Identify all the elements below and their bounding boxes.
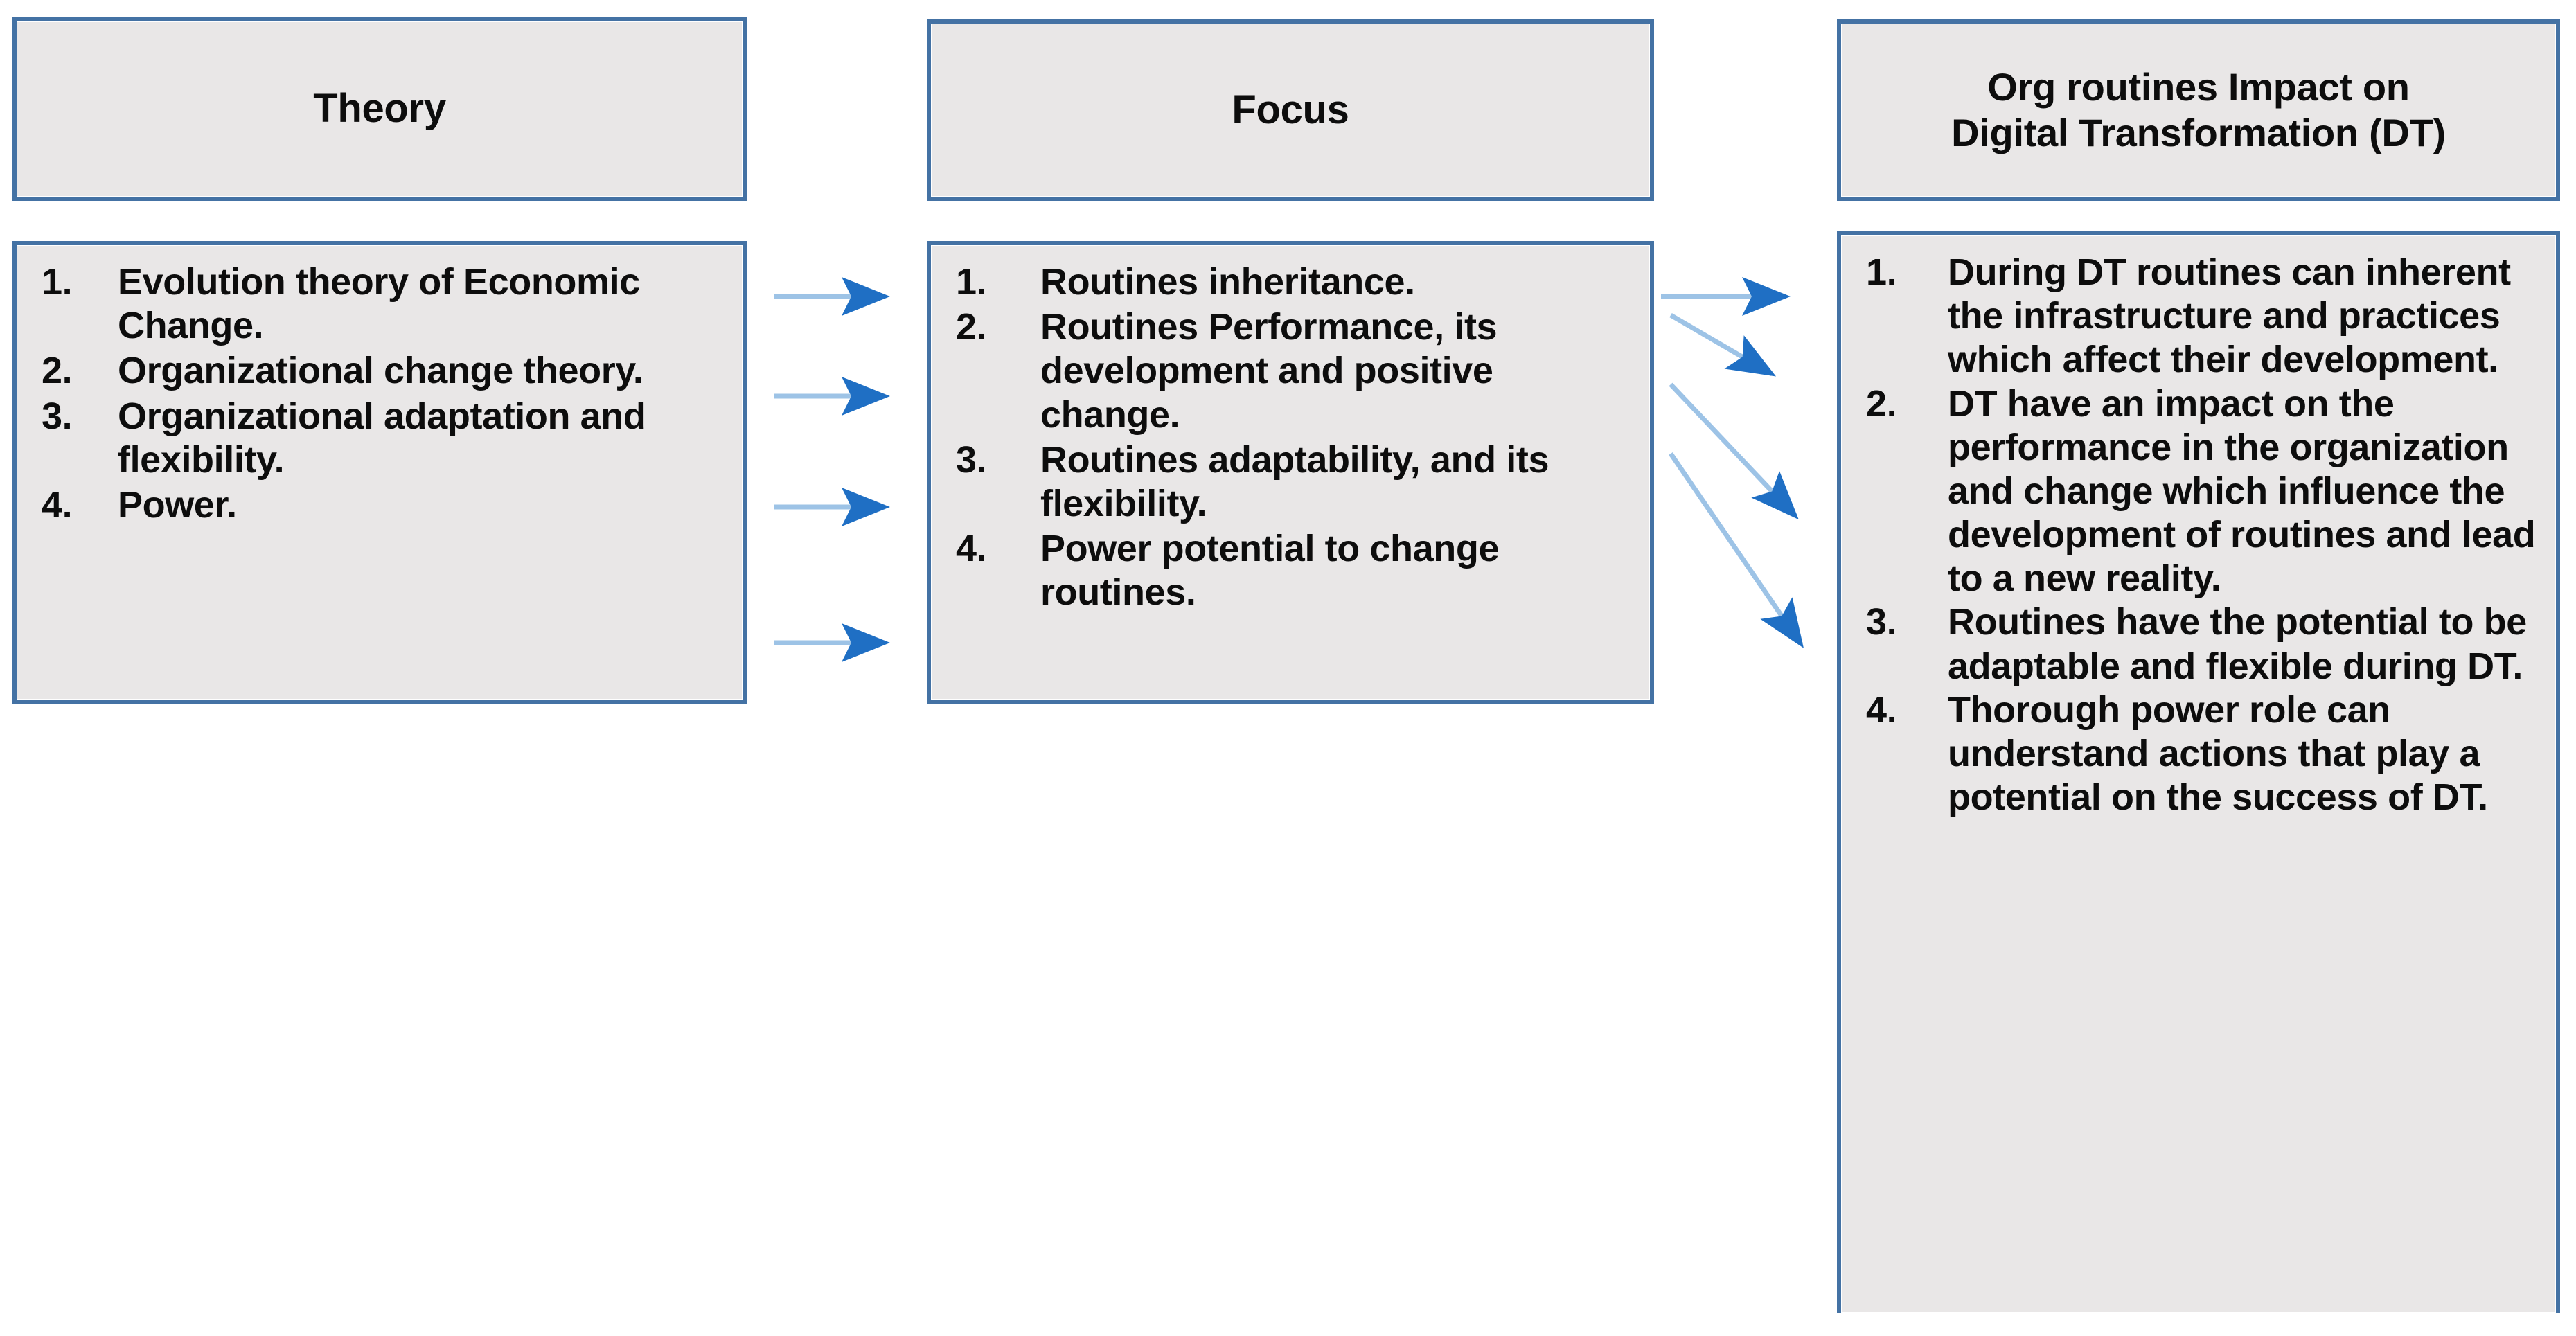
impact-header-box[interactable]: Org routines Impact on Digital Transform… — [1837, 19, 2560, 201]
focus-header-title: Focus — [1232, 87, 1349, 132]
list-item: DT have an impact on the performance in … — [1866, 382, 2536, 600]
list-item: Power potential to change routines. — [956, 527, 1500, 614]
impact-body-box[interactable]: During DT routines can inherent the infr… — [1837, 231, 2560, 1313]
theory-list: Evolution theory of Economic Change. Org… — [29, 260, 733, 527]
list-item: Routines inheritance. — [956, 260, 1415, 304]
list-item: Power. — [42, 483, 237, 527]
impact-header-title: Org routines Impact on Digital Transform… — [1939, 64, 2458, 156]
list-item: Organizational adaptation and flexibilit… — [42, 395, 646, 481]
theory-header-box[interactable]: Theory — [12, 17, 747, 201]
list-item: Evolution theory of Economic Change. — [42, 260, 640, 347]
list-item: During DT routines can inherent the infr… — [1866, 251, 2511, 381]
list-item: Organizational change theory. — [42, 349, 643, 393]
impact-header-line-1: Org routines Impact on — [1987, 64, 2410, 109]
theory-header-title: Theory — [313, 86, 446, 132]
list-item: Routines adaptability, and its flexibili… — [956, 438, 1549, 524]
focus-list: Routines inheritance. Routines Performan… — [943, 260, 1640, 614]
arrow-focus-to-impact-2 — [1669, 312, 1777, 377]
impact-list: During DT routines can inherent the infr… — [1854, 251, 2546, 819]
focus-header-box[interactable]: Focus — [927, 19, 1654, 201]
arrow-focus-to-impact-3 — [1669, 382, 1799, 520]
arrow-focus-to-impact-4 — [1669, 452, 1804, 648]
list-item: Routines have the potential to be adapta… — [1866, 600, 2527, 687]
impact-header-line-2: Digital Transformation (DT) — [1951, 111, 2446, 154]
list-item: Routines Performance, its development an… — [956, 305, 1498, 436]
list-item: Thorough power role can understand actio… — [1866, 688, 2488, 819]
theory-body-box[interactable]: Evolution theory of Economic Change. Org… — [12, 241, 747, 704]
focus-body-box[interactable]: Routines inheritance. Routines Performan… — [927, 241, 1654, 704]
